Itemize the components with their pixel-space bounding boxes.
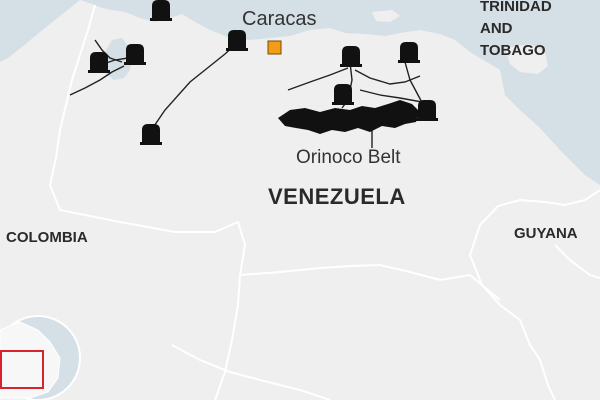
oil-refinery-icon: [140, 124, 162, 145]
guyana-label: GUYANA: [514, 225, 578, 242]
orinoco-belt-label: Orinoco Belt: [296, 147, 401, 168]
oil-refinery-icon: [416, 100, 438, 121]
oil-refinery-icon: [332, 84, 354, 105]
locator-box: [0, 350, 44, 389]
colombia-label: COLOMBIA: [6, 229, 88, 246]
oil-refinery-icon: [124, 44, 146, 65]
capital-square-icon: [267, 40, 282, 55]
orinoco-belt: [278, 100, 420, 134]
trinidad-tobago-label: TRINIDAD AND TOBAGO: [480, 0, 552, 62]
venezuela-label: VENEZUELA: [268, 184, 406, 209]
locator-globe: [0, 315, 81, 400]
oil-refinery-icon: [398, 42, 420, 63]
gulf-of-venezuela: [0, 0, 80, 62]
trinidad-island: [505, 44, 548, 74]
country-borders: [48, 4, 600, 400]
trinidad-label-line1: TRINIDAD: [480, 0, 552, 15]
trinidad-label-line2: AND: [480, 20, 513, 37]
margarita-island: [372, 10, 400, 22]
caracas-label: Caracas: [242, 8, 317, 30]
oil-refinery-icon: [226, 30, 248, 51]
oil-facility-icons: [88, 0, 438, 145]
trinidad-label-line3: TOBAGO: [480, 42, 546, 59]
caribbean-sea: [0, 0, 600, 185]
oil-refinery-icon: [340, 46, 362, 67]
oil-refinery-icon: [88, 52, 110, 73]
oil-refinery-icon: [150, 0, 172, 21]
